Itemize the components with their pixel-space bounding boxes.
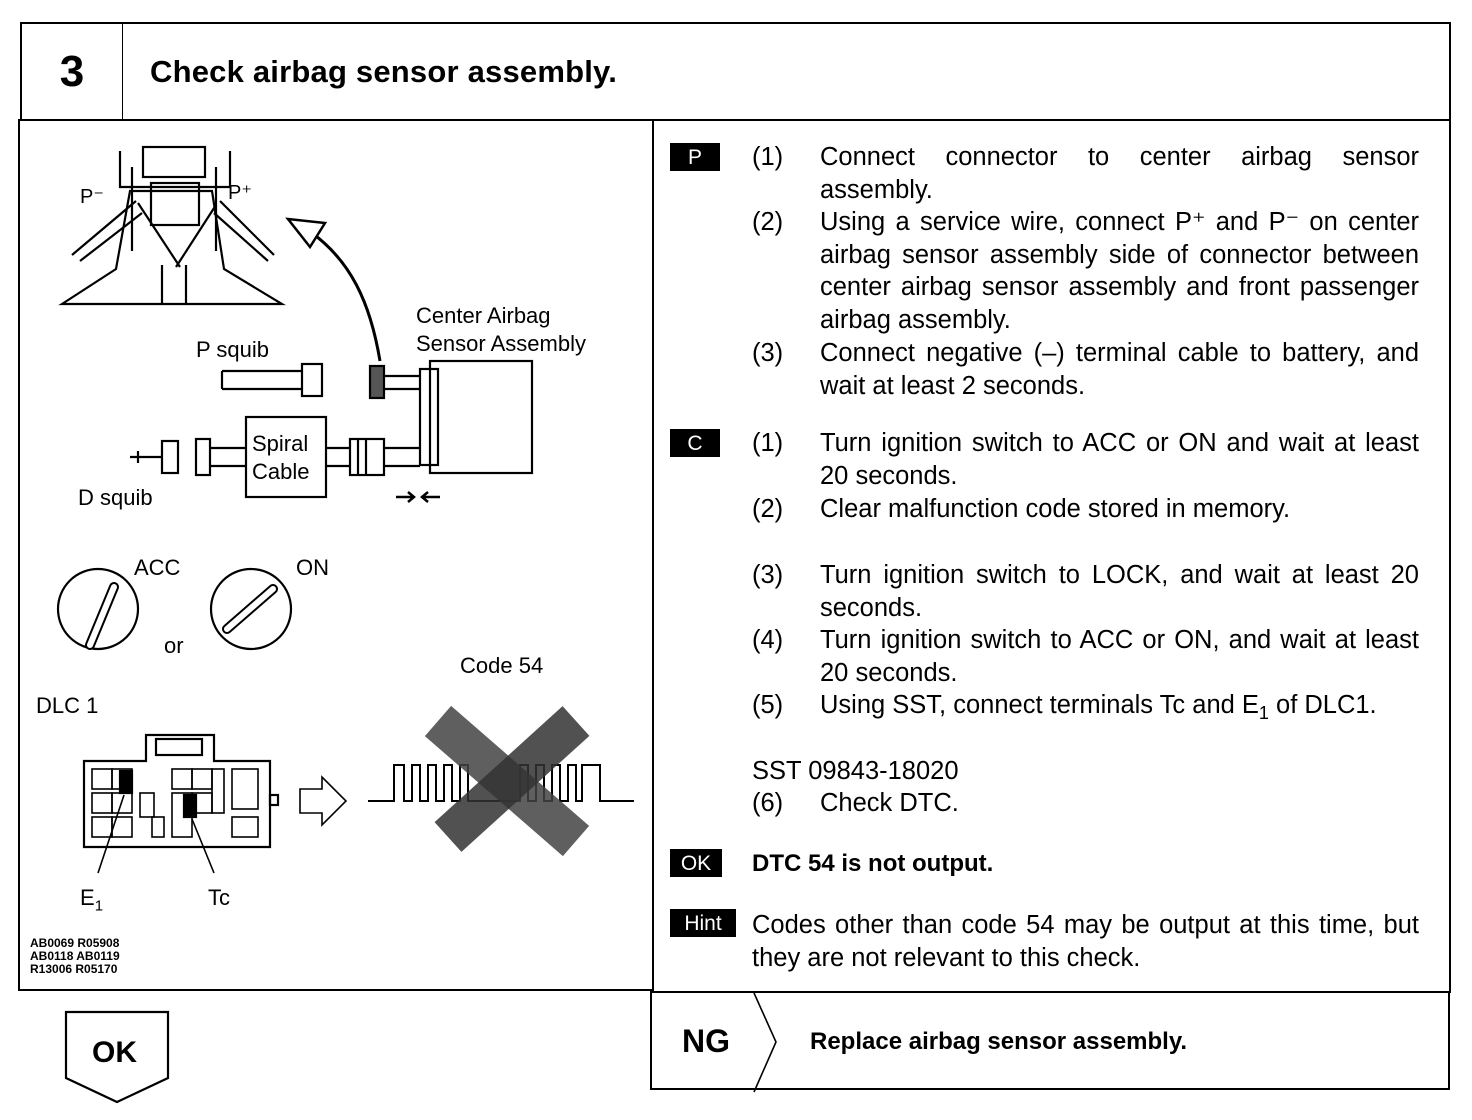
or-label: or [164,633,184,658]
step-text: Check DTC. [820,789,959,817]
step-text: Using SST, connect terminals Tc and E1 o… [820,689,1419,730]
acc-label: ACC [134,555,181,580]
p-minus-label: P⁻ [80,186,104,208]
procedure-panel: P (1) Connect connector to center airbag… [652,119,1451,993]
connector-body [58,189,286,306]
spiral-cable-box [244,415,328,499]
figure-panel: P⁻ P⁺ Center Airbag Sensor Assembly P sq… [18,119,654,991]
figure-ref-2: AB0118 AB0119 [30,949,120,963]
step-number: (3) [752,561,784,589]
tag-hint: Hint [670,909,736,937]
key-acc [56,567,140,651]
step-number: (1) [752,429,784,457]
dlc1-label: DLC 1 [36,693,99,718]
spiral-cable-label-2: Cable [252,459,310,484]
step-number: (2) [752,208,784,236]
code-label: Code 54 [460,653,544,678]
sst-number: SST 09843-18020 [752,757,959,785]
ng-action: Replace airbag sensor assembly. [810,1028,1188,1055]
step-text-part: Using SST, connect terminals Tc and E [820,691,1259,719]
step-text: Turn ignition switch to ACC or ON and wa… [820,429,1419,490]
hint-text: Codes other than code 54 may be output a… [752,911,1419,972]
step-text-subscript: 1 [1258,703,1269,724]
ok-text: DTC 54 is not output. [752,850,994,877]
e1-label: E1 [80,885,104,915]
ng-divider [753,992,777,1093]
tag-p: P [670,143,720,171]
on-label: ON [296,555,329,580]
p-squib-label: P squib [196,337,269,362]
d-squib-label: D squib [78,485,153,510]
hollow-arrow [299,775,348,827]
center-sensor-box [428,359,534,475]
figure-drawing [56,145,634,874]
dlc1-connector [82,733,272,849]
p-plus-label: P⁺ [228,182,252,204]
step-number: (5) [752,691,784,719]
step-header: 3 Check airbag sensor assembly. [20,22,1451,121]
step-text: Connect connector to center airbag senso… [820,143,1419,204]
figure-ref-3: R13006 R05170 [30,962,118,976]
tc-label: Tc [208,885,230,910]
center-sensor-label-2: Sensor Assembly [416,331,586,356]
curved-arrow [311,231,382,362]
tag-c: C [670,429,720,457]
ng-box: NG Replace airbag sensor assembly. [650,991,1450,1093]
e1-text: E [80,885,95,910]
step-number: (2) [752,495,784,523]
cross-mark [424,705,590,857]
center-sensor-label-1: Center Airbag [416,303,551,328]
step-number: (3) [752,339,784,367]
step-text: Using a service wire, connect P⁺ and P⁻ … [820,208,1419,334]
step-number: (4) [752,626,784,654]
step-text: Turn ignition switch to ACC or ON, and w… [820,626,1419,687]
step-text-part: of DLC1. [1268,691,1377,719]
step-number: (6) [752,789,784,817]
figure-ref-1: AB0069 R05908 [30,936,120,950]
step-title: Check airbag sensor assembly. [150,53,618,89]
step-number: 3 [22,24,123,119]
ok-arrow-box [64,1010,170,1104]
step-text: Clear malfunction code stored in memory. [820,495,1291,523]
step-text: Connect negative (–) terminal cable to b… [820,339,1419,400]
e1-subscript: 1 [94,897,104,915]
ok-label: OK [92,1036,137,1069]
ng-label: NG [682,1023,730,1059]
step-number: (1) [752,143,784,171]
tag-ok: OK [670,849,722,877]
key-on [209,567,293,651]
step-text: Turn ignition switch to LOCK, and wait a… [820,561,1419,622]
spiral-cable-label-1: Spiral [252,431,309,456]
